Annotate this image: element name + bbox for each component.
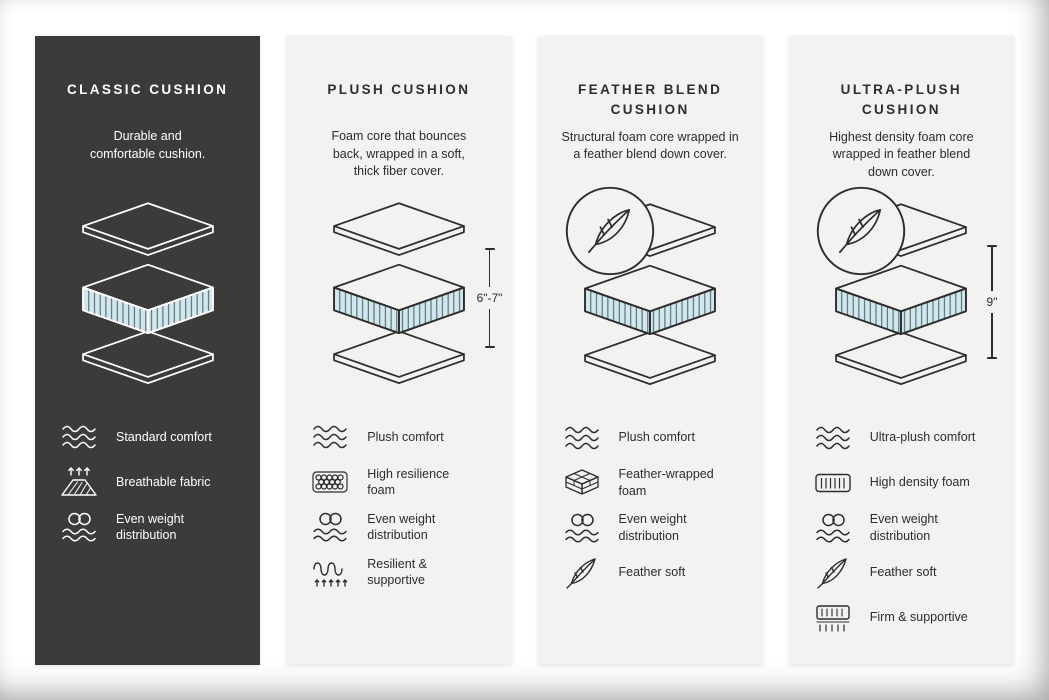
card-title: FEATHER BLEND CUSHION	[578, 82, 723, 118]
foam-cells-icon	[310, 465, 350, 499]
wave-icon	[813, 421, 853, 455]
feature-label: High resilience foam	[367, 466, 450, 497]
firm-supportive-icon	[813, 601, 853, 635]
card-title: ULTRA-PLUSH CUSHION	[840, 82, 963, 118]
feature-label: Even weight distribution	[869, 512, 938, 543]
feather-wrapped-foam-icon	[562, 466, 602, 500]
feature-item: High density foam	[813, 466, 998, 500]
cushion-illustration	[554, 191, 747, 397]
high-density-foam-icon	[813, 466, 853, 500]
card-title: CLASSIC CUSHION	[66, 82, 229, 97]
card-plush-cushion: PLUSH CUSHION Foam core that bounces bac…	[286, 36, 512, 665]
feature-item: Breathable fabric	[59, 465, 244, 499]
card-description: Foam core that bounces back, wrapped in …	[331, 129, 467, 178]
layered-cushion-icon	[320, 198, 478, 384]
weight-distribution-icon	[813, 511, 853, 545]
feature-label: High density foam	[869, 475, 970, 490]
feature-label: Breathable fabric	[116, 474, 211, 489]
feature-label: Plush comfort	[367, 429, 444, 444]
feature-item: Even weight distribution	[562, 511, 747, 545]
feature-item: High resilience foam	[310, 465, 495, 499]
feature-item: Even weight distribution	[59, 510, 244, 544]
measure-line	[991, 246, 993, 291]
measure-value: 9"	[986, 294, 998, 309]
card-title: PLUSH CUSHION	[327, 82, 471, 97]
layered-cushion-icon	[69, 198, 227, 384]
height-measurement: 6"-7"	[476, 248, 503, 348]
feature-item: Feather-wrapped foam	[562, 466, 747, 500]
card-ultra-plush-cushion: ULTRA-PLUSH CUSHION Highest density foam…	[788, 36, 1014, 665]
cushion-illustration: 9"	[805, 191, 998, 397]
measure-top-tick	[987, 244, 997, 247]
card-description: Durable and comfortable cushion.	[89, 129, 206, 161]
feature-label: Resilient & supportive	[367, 556, 427, 587]
feature-label: Feather-wrapped foam	[618, 467, 714, 498]
feature-item: Even weight distribution	[813, 511, 998, 545]
feature-label: Even weight distribution	[367, 511, 436, 542]
breathable-icon	[59, 465, 99, 499]
feature-item: Even weight distribution	[310, 510, 495, 544]
height-measurement: 9"	[982, 244, 1002, 359]
feature-item: Feather soft	[562, 556, 747, 590]
card-feather-blend-cushion: FEATHER BLEND CUSHION Structural foam co…	[537, 36, 763, 665]
feature-list: Plush comfort Feather-wrapped foam Even …	[554, 421, 747, 601]
cushion-cards-row: CLASSIC CUSHION Durable and comfortable …	[35, 36, 1014, 665]
feather-icon	[562, 556, 602, 590]
feature-label: Even weight distribution	[618, 512, 687, 543]
card-classic-cushion: CLASSIC CUSHION Durable and comfortable …	[35, 36, 261, 665]
measure-line	[488, 309, 491, 346]
feature-label: Standard comfort	[116, 429, 212, 444]
wave-icon	[310, 420, 350, 454]
measure-value: 6"-7"	[476, 291, 503, 305]
feather-icon	[813, 556, 853, 590]
cushion-illustration	[51, 190, 244, 396]
measure-top-tick	[484, 248, 495, 250]
cushion-illustration: 6"-7"	[302, 190, 502, 396]
feature-label: Feather soft	[869, 565, 937, 580]
card-description: Structural foam core wrapped in a feathe…	[561, 129, 739, 162]
wave-icon	[562, 421, 602, 455]
spring-icon	[310, 555, 350, 589]
feather-badge-icon	[562, 183, 658, 279]
measure-bottom-tick	[484, 346, 495, 348]
measure-bottom-tick	[987, 356, 997, 359]
feature-item: Resilient & supportive	[310, 555, 495, 589]
measure-line	[991, 312, 993, 357]
feature-item: Feather soft	[813, 556, 998, 590]
feature-label: Firm & supportive	[869, 610, 968, 625]
feature-item: Firm & supportive	[813, 601, 998, 635]
card-description: Highest density foam core wrapped in fea…	[829, 129, 974, 179]
feature-label: Feather soft	[618, 565, 686, 580]
feature-list: Standard comfort Breathable fabric Even …	[51, 420, 244, 555]
feature-list: Plush comfort High resilience foam Even …	[302, 420, 495, 600]
feather-badge-icon	[813, 183, 909, 279]
feature-item: Plush comfort	[310, 420, 495, 454]
feature-item: Standard comfort	[59, 420, 244, 454]
feature-item: Plush comfort	[562, 421, 747, 455]
weight-distribution-icon	[562, 511, 602, 545]
measure-line	[488, 250, 491, 287]
feature-item: Ultra-plush comfort	[813, 421, 998, 455]
feature-label: Plush comfort	[618, 430, 695, 445]
feature-list: Ultra-plush comfort High density foam Ev…	[805, 421, 998, 646]
feature-label: Ultra-plush comfort	[869, 430, 976, 445]
wave-icon	[59, 420, 99, 454]
feature-label: Even weight distribution	[116, 511, 185, 542]
weight-distribution-icon	[59, 510, 99, 544]
weight-distribution-icon	[310, 510, 350, 544]
